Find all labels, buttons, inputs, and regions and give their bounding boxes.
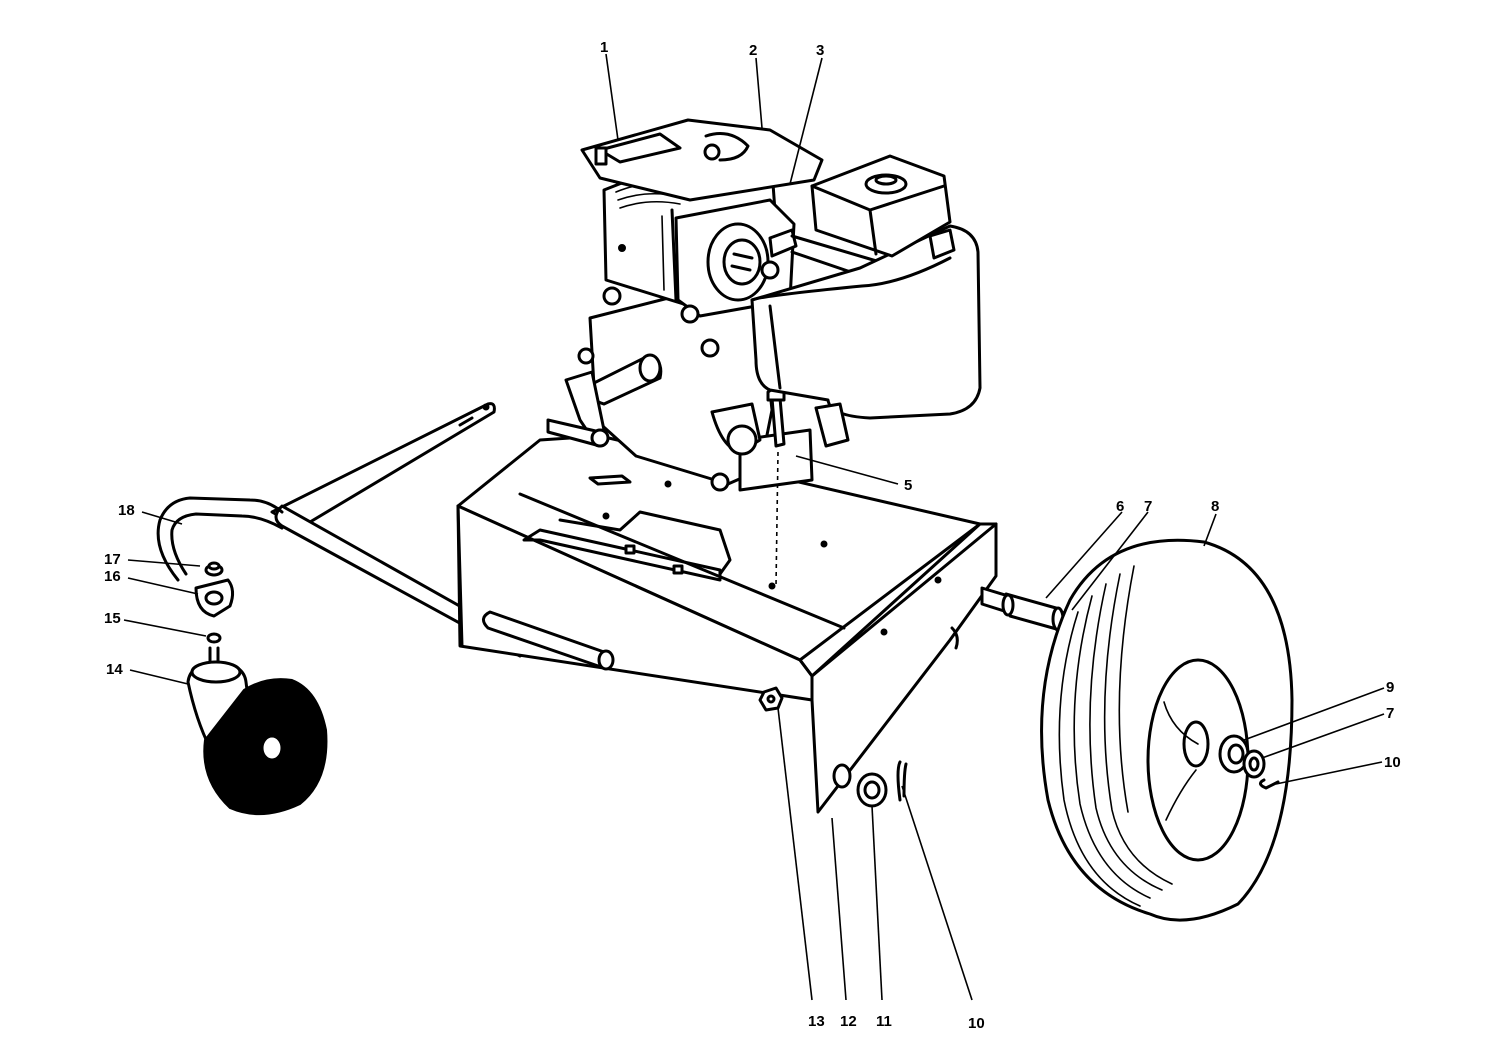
callout-6: 6 xyxy=(1116,498,1124,515)
callout-7-hub: 7 xyxy=(1386,705,1394,722)
bolt-alignment-line xyxy=(775,451,779,587)
callout-7: 7 xyxy=(1144,498,1152,515)
callout-11: 11 xyxy=(876,1013,892,1030)
callout-18: 18 xyxy=(118,502,135,519)
callout-5: 5 xyxy=(904,477,912,494)
engine xyxy=(546,118,982,492)
callout-14: 14 xyxy=(106,661,123,678)
callout-1: 1 xyxy=(600,39,608,56)
caster-wheel-assembly xyxy=(186,561,328,816)
callout-numbers: 1 2 3 5 6 7 8 9 7 10 18 17 16 15 14 13 1… xyxy=(104,39,1401,1032)
callout-15: 15 xyxy=(104,610,121,627)
callout-12: 12 xyxy=(840,1013,857,1030)
callout-8: 8 xyxy=(1211,498,1219,515)
callout-3: 3 xyxy=(816,42,824,59)
callout-13: 13 xyxy=(808,1013,825,1030)
frame-deck xyxy=(456,434,998,814)
callout-10: 10 xyxy=(968,1015,985,1032)
callout-9: 9 xyxy=(1386,679,1394,696)
callout-10-hub: 10 xyxy=(1384,754,1401,771)
loose-hardware xyxy=(758,686,908,808)
callout-17: 17 xyxy=(104,551,121,568)
callout-16: 16 xyxy=(104,568,121,585)
callout-2: 2 xyxy=(749,42,757,59)
main-wheel xyxy=(1040,538,1294,922)
leader-lines xyxy=(123,53,1385,1001)
